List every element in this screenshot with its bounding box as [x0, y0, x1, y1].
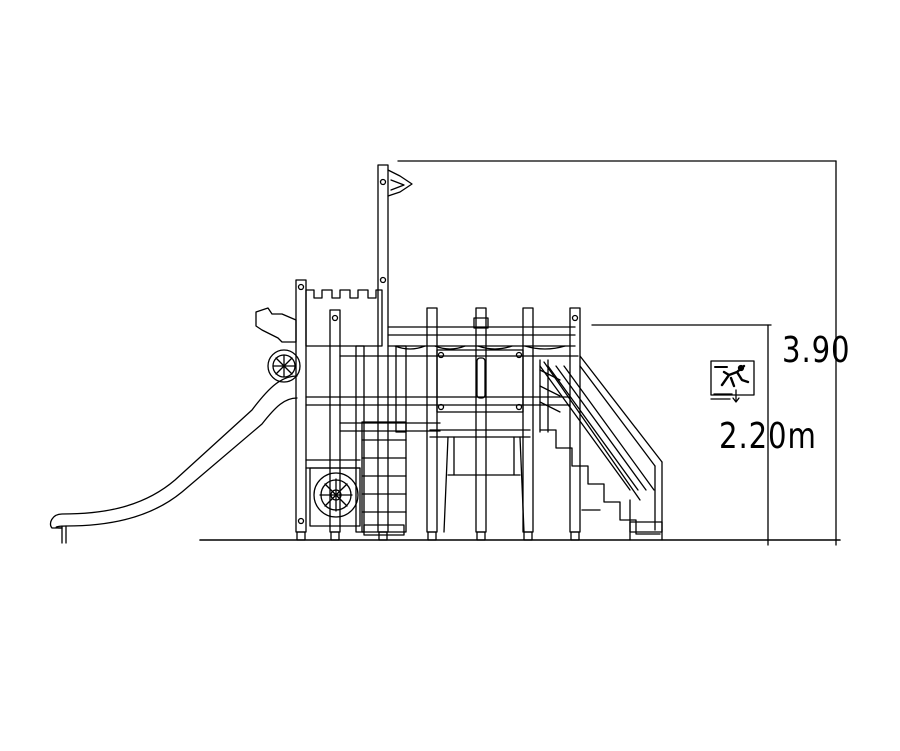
roof-beam: [388, 327, 575, 349]
overall-height-label: 3.90: [782, 330, 851, 371]
flag-pole: [378, 165, 412, 540]
under-deck-frame: [444, 437, 524, 532]
post-left-tall: [296, 280, 306, 540]
post-right: [570, 308, 580, 540]
cannon-decoration: [256, 308, 300, 382]
stairs: [540, 356, 662, 540]
castle-wall: [306, 290, 382, 346]
overall-height-dimension: [398, 161, 836, 545]
ships-wheel: [310, 468, 360, 526]
ladder: [356, 346, 406, 535]
falling-person-icon: [711, 361, 754, 402]
ramp-climber: [540, 360, 560, 432]
post-middle-1: [427, 308, 437, 540]
post-middle-3: [523, 308, 533, 540]
slide: [50, 376, 297, 543]
deck-panel: [437, 350, 523, 412]
fall-height-dimension: [592, 325, 771, 545]
free-fall-height-label: 2.20m: [719, 416, 817, 457]
post-middle-2: [474, 308, 488, 540]
post-left-2: [330, 310, 340, 540]
